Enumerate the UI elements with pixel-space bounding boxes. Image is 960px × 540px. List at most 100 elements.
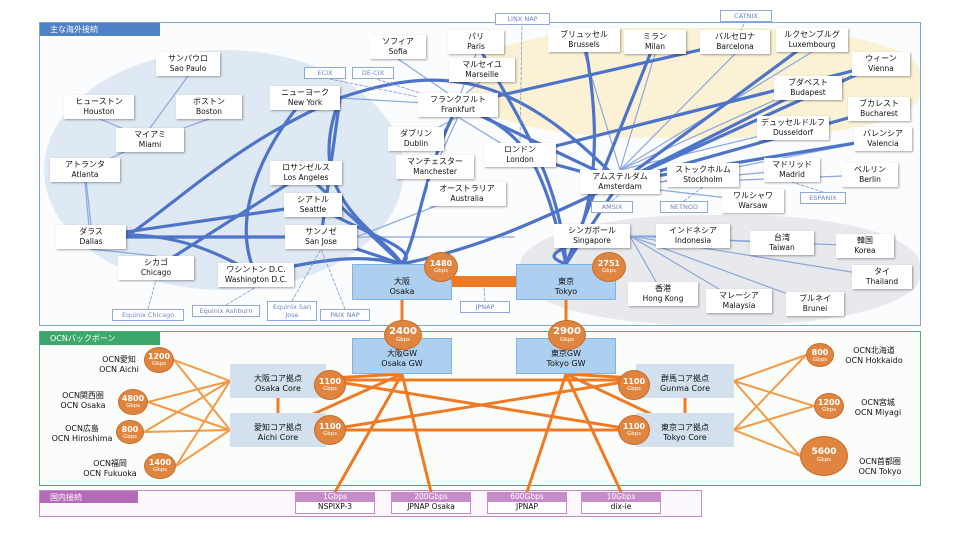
backbone-link-11 — [564, 372, 623, 494]
access-link-7 — [175, 429, 231, 467]
access-link-13 — [733, 429, 801, 457]
trunk-link-23 — [564, 180, 622, 266]
ixp-link-1 — [225, 286, 257, 306]
trunk-link-18 — [618, 86, 810, 184]
thin-link-5 — [90, 248, 157, 257]
ixp-link-8 — [611, 193, 621, 202]
hub-interlink — [452, 276, 516, 287]
access-link-10 — [733, 380, 815, 407]
ixp-link-0 — [147, 279, 157, 310]
access-link-8 — [733, 354, 807, 382]
thin-link-19 — [619, 99, 776, 171]
ixp-netnod: NETNOD — [660, 201, 708, 213]
access-link-5 — [143, 429, 231, 433]
backbone-link-3 — [324, 378, 638, 432]
trunk-link-0 — [124, 96, 342, 239]
ixp-paix: PAIX NAP — [320, 309, 370, 321]
ixp-linx: LINX NAP — [495, 13, 550, 25]
trunk-link-20 — [618, 137, 882, 184]
ixp-link-6 — [519, 21, 523, 144]
ixp-link-11 — [483, 286, 486, 302]
ixp-decix: DE-CIX — [352, 67, 394, 79]
trunk-link-17 — [618, 107, 882, 184]
access-link-1 — [173, 359, 231, 431]
ixp-equinix-chicago: Equinix Chicago — [112, 309, 184, 321]
trunk-link-3 — [154, 171, 307, 270]
access-link-11 — [733, 405, 815, 431]
access-link-12 — [733, 380, 801, 457]
backbone-link-9 — [400, 372, 433, 494]
ixp-amsix: AMSIX — [591, 201, 633, 213]
trunk-link-4 — [89, 203, 315, 239]
backbone-link-10 — [525, 372, 568, 494]
thin-link-16 — [619, 53, 656, 171]
trunk-link-7 — [303, 171, 404, 266]
domestic-section-label: 国内接続 — [40, 491, 138, 503]
trunk-link-25 — [327, 96, 404, 266]
ixp-ecix: ECIX — [304, 67, 346, 79]
ixp-jpnap: JPNAP — [460, 301, 510, 313]
backbone-link-8 — [333, 372, 404, 494]
thin-link-17 — [619, 53, 736, 171]
ixp-espanix: ESPANIX — [800, 192, 846, 204]
access-link-2 — [147, 380, 231, 403]
ixp-link-2 — [291, 248, 322, 302]
trunk-link-24 — [338, 78, 622, 184]
global-section-label: 主な海外接続 — [40, 23, 160, 36]
ixp-link-3 — [320, 248, 346, 310]
access-link-3 — [147, 401, 231, 431]
ixp-equinix-ashburn: Equinix Ashburn — [192, 305, 260, 317]
trunk-link-19 — [618, 38, 814, 184]
ixp-link-9 — [683, 186, 704, 202]
trunk-link-1 — [244, 96, 307, 277]
